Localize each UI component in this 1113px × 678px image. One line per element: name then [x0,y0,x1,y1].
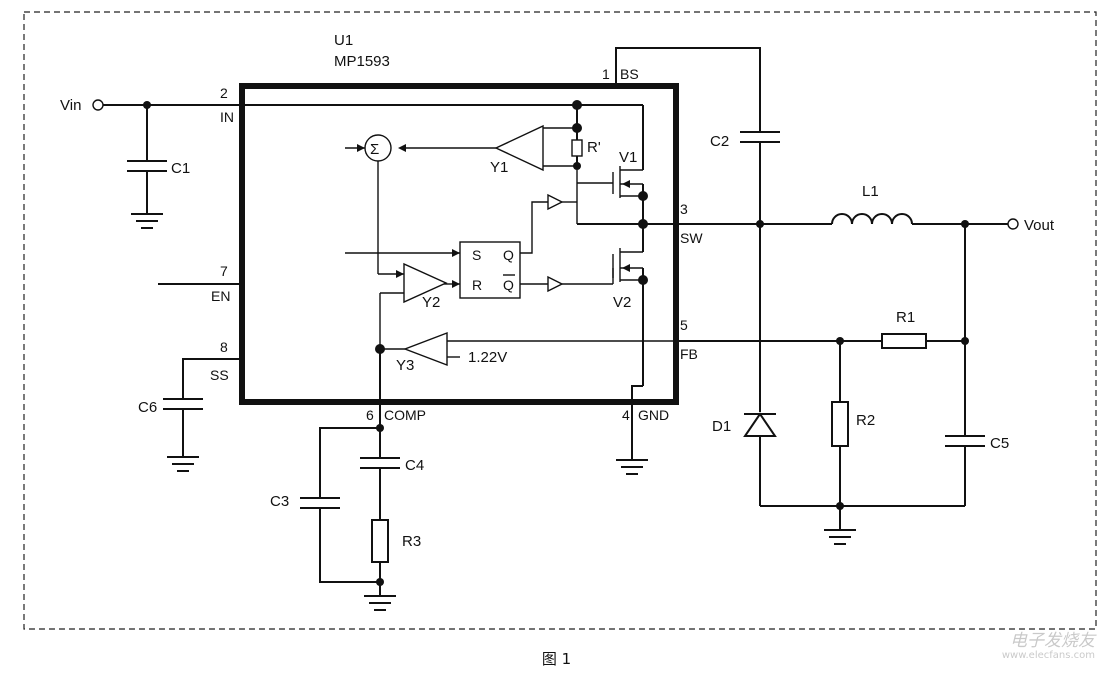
pin-gnd-name: GND [638,407,669,423]
amplifier-y1: Y1 [398,124,577,176]
label-r1: R1 [896,309,915,326]
chip-ref: U1 [334,32,353,49]
pin-en-num: 7 [220,263,228,279]
label-v2: V2 [613,294,631,311]
vin-label: Vin [60,97,81,114]
capacitor-c3: C3 [270,427,380,583]
vout-label: Vout [1024,217,1055,234]
diagram-frame [23,11,1097,630]
label-c1: C1 [171,160,190,177]
label-rprime: R' [587,139,601,156]
label-y2: Y2 [422,294,440,311]
vout-terminal [1007,218,1019,230]
comparator-y2: Y2 [379,262,448,348]
pin-bs-num: 1 [602,66,610,82]
label-r2: R2 [856,412,875,429]
label-c6: C6 [138,399,157,416]
resistor-r2: R2 [831,341,875,530]
ff-r: R [472,277,482,293]
chip-part: MP1593 [334,53,390,70]
resistor-r1: R1 [881,309,965,349]
label-c2: C2 [710,133,729,150]
sr-flipflop: S R Q Q [345,193,614,299]
ff-q: Q [503,247,514,263]
figure-caption: 图 1 [541,650,572,668]
pin-in-num: 2 [220,85,228,101]
pin-comp-num: 6 [366,407,374,423]
pin-fb-num: 5 [680,317,688,333]
pin-comp-name: COMP [384,407,426,423]
vin-terminal [92,99,104,111]
capacitor-c6: C6 [138,358,242,472]
summing-node: Σ [345,134,404,278]
ff-s: S [472,247,481,263]
label-d1: D1 [712,418,731,435]
resistor-rprime [571,139,583,157]
pin-gnd-num: 4 [622,407,630,423]
label-c4: C4 [405,457,424,474]
label-c5: C5 [990,435,1009,452]
watermark-text: 电子发烧友 [1010,631,1095,651]
watermark-logo: 电子发烧友 www.elecfans.com [965,626,1095,666]
label-r3: R3 [402,533,421,550]
diode-d1: D1 [712,224,777,506]
watermark-url: www.elecfans.com [1001,650,1095,661]
pin-bs-name: BS [620,66,639,82]
capacitor-c2: C2 [710,131,780,224]
label-y1: Y1 [490,159,508,176]
pin-in-name: IN [220,109,234,125]
label-l1: L1 [862,183,879,200]
label-c3: C3 [270,493,289,510]
capacitor-c4: C4 [360,428,424,520]
label-y3: Y3 [396,357,414,374]
chip-outline [239,83,679,405]
pin-ss-num: 8 [220,339,228,355]
ff-qbar: Q [503,277,514,293]
inductor-l1: L1 [831,183,913,226]
pin-en-name: EN [211,288,230,304]
capacitor-c1: C1 [127,105,190,229]
mosfet-v2: V2 [612,224,648,386]
pin-sw-name: SW [680,230,703,246]
amplifier-y3: 1.22V Y3 [375,331,676,374]
capacitor-c5: C5 [945,224,1009,506]
label-v1: V1 [619,149,637,166]
pin-fb-name: FB [680,346,698,362]
pin-ss-name: SS [210,367,229,383]
sum-symbol: Σ [370,141,379,158]
ref-voltage: 1.22V [468,349,507,366]
pin-sw-num: 3 [680,201,688,217]
mosfet-v1: V1 [576,105,648,224]
